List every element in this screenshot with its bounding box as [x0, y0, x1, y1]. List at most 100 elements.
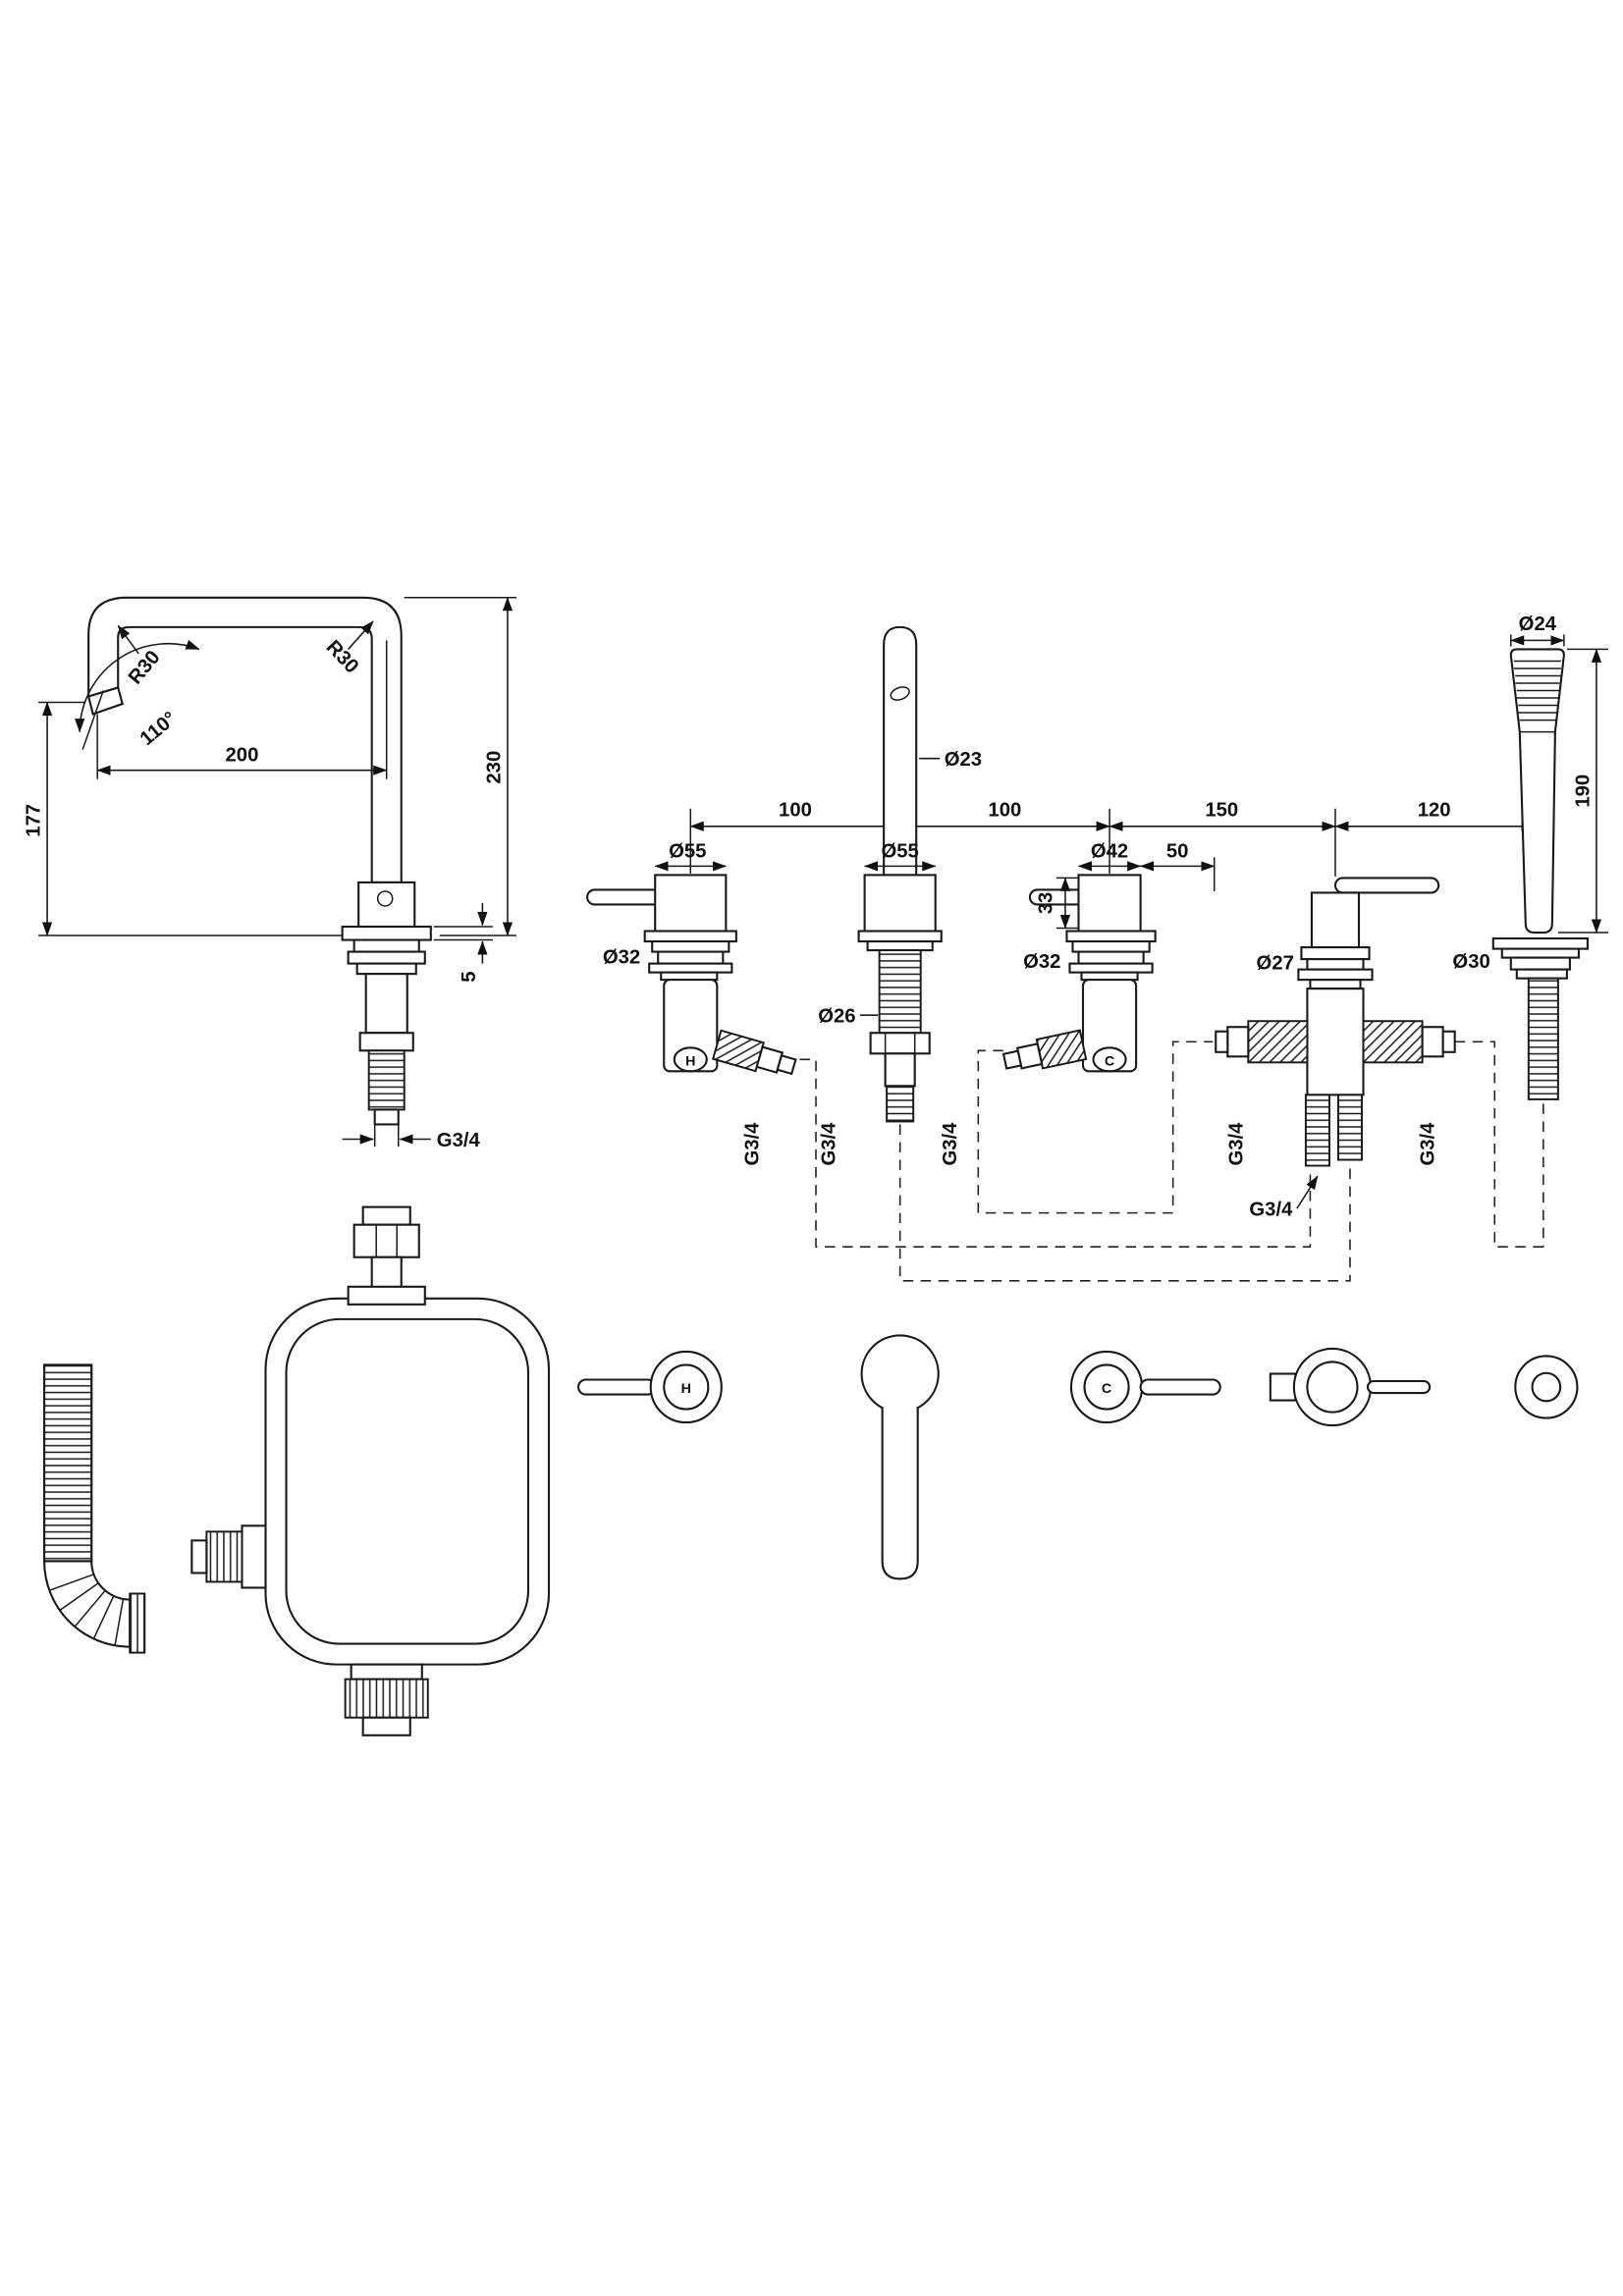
handset-spray-face-hatch	[1513, 660, 1561, 733]
cold-marker-oval	[1092, 1046, 1127, 1073]
spout-plan-base	[860, 1334, 940, 1414]
diverter-plan-outer	[1292, 1347, 1373, 1427]
cold-plan-inner	[1083, 1363, 1130, 1411]
diverter-thread-right-label: G3/4	[1418, 1122, 1439, 1166]
diverter-right-neck	[1421, 1026, 1444, 1058]
diverter-left-knurl	[1247, 1020, 1309, 1064]
diverter-body	[1306, 988, 1365, 1096]
spout-tube-outline	[87, 596, 403, 883]
hose-connection-routes	[799, 1041, 1544, 1282]
spacing-150-label: 150	[1205, 799, 1238, 821]
hot-outlet-nipple	[776, 1053, 797, 1076]
hot-valve-head	[654, 874, 728, 933]
diverter-right-nipple	[1441, 1030, 1456, 1053]
diverter-thread-left-label: G3/4	[1225, 1122, 1247, 1166]
cold-valve-head	[1077, 874, 1142, 933]
hot-plan-lever	[577, 1378, 657, 1396]
cold-valve-side-view: Ø42 50 33 Ø32 C G3/4	[940, 840, 1216, 1166]
hot-outlet-knurl	[711, 1029, 766, 1073]
spacing-dimension-chain: 100 100 150 120	[689, 799, 1536, 877]
spout-tail	[884, 1052, 916, 1088]
overflow-top-connector	[347, 1205, 426, 1306]
cold-dim50-label: 50	[1166, 840, 1189, 862]
hot-valve-side-view: Ø55 Ø32 H G3/4	[586, 840, 797, 1166]
handset-threaded-tail	[1527, 977, 1559, 1100]
hot-valve-plan-view: H	[577, 1350, 723, 1424]
base-locknut	[347, 950, 426, 965]
spout-thread-label: G3/4	[819, 1122, 840, 1166]
hot-dia32-label: Ø32	[603, 947, 640, 969]
angle-110-label: 110°	[136, 708, 181, 750]
r30-right-label: R30	[322, 636, 362, 677]
route-spout-to-diverter	[898, 1124, 1351, 1282]
r30-left-label: R30	[125, 647, 165, 689]
base-tail-tip	[373, 1108, 400, 1126]
hot-plan-outer	[649, 1350, 723, 1424]
plan-views-row: H C	[577, 1334, 1579, 1580]
spout-base-thread-label: G3/4	[437, 1130, 481, 1151]
handset-wand	[1509, 648, 1565, 934]
base-body	[364, 973, 408, 1035]
cold-outlet-knurl	[1035, 1029, 1088, 1070]
hot-plan-letter: H	[681, 1381, 691, 1397]
spout-base-flange	[341, 925, 432, 941]
side-collar	[241, 1524, 267, 1589]
r30-right-leader	[348, 620, 374, 650]
dim-230-label: 230	[483, 751, 505, 784]
cold-plan-letter: C	[1102, 1381, 1111, 1397]
side-knurl-nut	[205, 1530, 243, 1583]
r30-left-leader	[117, 624, 139, 655]
handset-dia24-label: Ø24	[1519, 614, 1557, 635]
hot-marker-oval	[673, 1046, 708, 1073]
spout-dia26-label: Ø26	[818, 1006, 855, 1028]
spout-flange-cylinder	[863, 874, 937, 933]
spout-plan-view	[860, 1334, 940, 1580]
diverter-bottom-tail-barb	[1304, 1094, 1330, 1167]
base-threaded-tail	[367, 1049, 406, 1111]
cold-dim33-label: 33	[1035, 892, 1056, 915]
diverter-plan-view	[1269, 1347, 1432, 1427]
cold-thread-label: G3/4	[940, 1122, 961, 1166]
spout-threaded-section	[878, 949, 922, 1035]
base-washer-2	[355, 962, 417, 976]
angle-arc	[75, 639, 200, 733]
diverter-left-nipple	[1215, 1030, 1229, 1053]
dim-177-label: 177	[24, 804, 45, 837]
cold-valve-flange-stack	[1065, 930, 1157, 982]
spout-riser-tube	[883, 625, 918, 877]
spout-base-housing	[357, 881, 416, 929]
spout-dia55-label: Ø55	[881, 840, 918, 862]
diverter-plan-tab	[1269, 1372, 1297, 1402]
aerator-detail	[890, 686, 910, 701]
handset-dia30-label: Ø30	[1452, 951, 1489, 973]
cold-dia32-label: Ø32	[1023, 951, 1060, 973]
diverter-plan-lever	[1366, 1379, 1432, 1395]
bottom-collar	[350, 1663, 423, 1681]
hot-letter: H	[685, 1053, 695, 1069]
hose-elbow-ribs	[49, 1574, 125, 1646]
diverter-nut-stack	[1297, 946, 1374, 990]
cold-plan-lever	[1139, 1378, 1221, 1396]
diverter-right-outlet	[1362, 1020, 1456, 1064]
handset-holder-plan-view	[1514, 1355, 1579, 1419]
route-diverter-to-handset	[1454, 1041, 1543, 1249]
hot-plan-inner	[663, 1363, 710, 1411]
handset-seat-flange	[1491, 936, 1589, 980]
hot-valve-flange-stack	[643, 930, 737, 982]
bottom-knurl-nut	[344, 1678, 429, 1719]
base-coupler	[358, 1032, 414, 1052]
diverter-dia27-label: Ø27	[1257, 953, 1294, 975]
hot-dia55-label: Ø55	[669, 840, 706, 862]
spout-side-view: 110° R30 R30 200 177 230 5 G3/4	[24, 596, 516, 1151]
spacing-120-label: 120	[1418, 799, 1451, 821]
diverter-thread-bottom-label: G3/4	[1249, 1200, 1293, 1221]
overflow-bottom-connector	[344, 1663, 429, 1736]
diverter-plan-inner	[1306, 1361, 1359, 1414]
base-washer-1	[352, 938, 420, 953]
spout-plan-reach	[881, 1408, 919, 1580]
hose-end-cap	[129, 1592, 146, 1654]
route-cold-to-diverter	[977, 1041, 1214, 1214]
side-tip	[190, 1539, 208, 1575]
